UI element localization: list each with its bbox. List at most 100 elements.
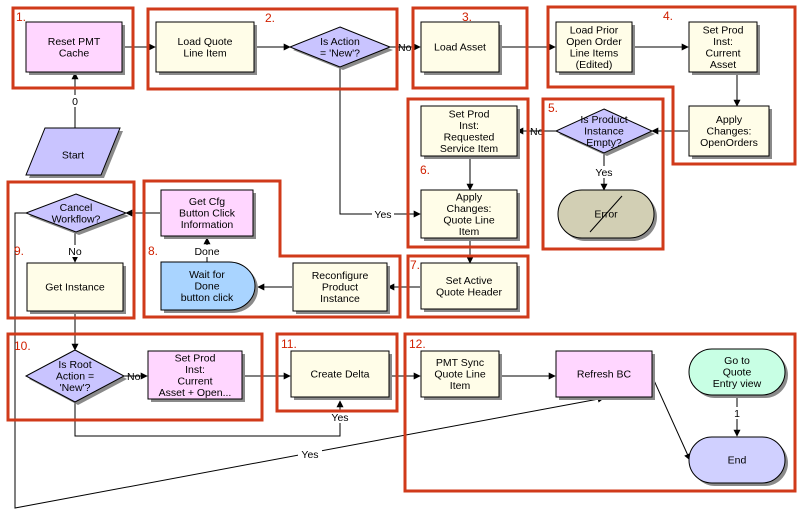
node-is-action-new-label: Is Action= 'New'? (320, 36, 360, 60)
node-load-asset[interactable]: Load Asset (420, 21, 502, 75)
label-line: Asset (710, 59, 736, 71)
label-line: Line Items (570, 47, 618, 59)
edge-label-cancel-no: No (68, 246, 82, 258)
label-line: Get Cfg (189, 196, 225, 208)
group-num-1: 1. (16, 10, 26, 24)
label-line: Start (62, 150, 84, 162)
group-frame-4 (546, 5, 797, 166)
edge-label-empty-yes: Yes (595, 167, 612, 179)
group-num-12: 12. (409, 337, 426, 351)
group-frame-9 (6, 180, 136, 320)
node-get-instance[interactable]: Get Instance (26, 262, 126, 314)
group-num-8: 8. (148, 244, 158, 258)
label-line: Quote (723, 367, 752, 379)
group-frame-7 (406, 254, 530, 319)
group-frames: 1. 2. 3. 4. 5. 6. 7. 8. 9. 10. 11. 12. (6, 5, 797, 493)
group-num-6: 6. (420, 163, 430, 177)
edge-label-root-no: No (127, 371, 141, 383)
node-end[interactable]: End (688, 436, 788, 486)
node-is-action-new[interactable]: Is Action= 'New'? (288, 26, 393, 70)
node-refresh-bc-label: Refresh BC (577, 369, 632, 381)
label-line: Wait for (189, 269, 225, 281)
group-frame-8 (142, 179, 402, 319)
label-line: Go to (724, 355, 750, 367)
label-line: Quote Line (434, 369, 486, 381)
label-line: Set Prod (449, 108, 490, 120)
edge-label-start-to-reset: 0 (72, 96, 78, 108)
node-refresh-bc[interactable]: Refresh BC (555, 350, 655, 400)
label-line: Inst: (459, 120, 479, 132)
label-line: Cache (59, 47, 90, 59)
label-line: Product (322, 282, 358, 294)
label-line: Instance (584, 126, 624, 138)
label-line: Create Delta (311, 369, 370, 381)
edge-root-yes-to-create-delta (74, 400, 344, 437)
label-line: Requested (444, 131, 495, 143)
label-line: Error (594, 209, 618, 221)
label-line: Quote Header (436, 286, 502, 298)
label-line: Done (194, 281, 219, 293)
group-num-9: 9. (14, 244, 24, 258)
edge-labels: 0 No Yes No Yes Done No No Yes Yes 1 (65, 42, 743, 461)
node-error[interactable]: Error (557, 189, 657, 241)
node-end-label: End (728, 455, 747, 467)
label-line: Button Click (179, 208, 236, 220)
label-line: Load Asset (434, 42, 486, 54)
label-line: Instance (320, 293, 360, 305)
label-line: Set Active (446, 275, 493, 287)
node-load-asset-label: Load Asset (434, 42, 486, 54)
label-line: Get Instance (45, 282, 105, 294)
node-start[interactable]: Start (25, 127, 123, 178)
group-num-7: 7. (410, 258, 420, 272)
label-line: Set Prod (175, 352, 216, 364)
edge-label-empty-no: No (530, 126, 544, 138)
group-frame-5 (541, 97, 665, 251)
label-line: Load Quote (178, 36, 233, 48)
edge-label-create-delta-yes: Yes (331, 412, 348, 424)
node-create-delta[interactable]: Create Delta (290, 350, 392, 400)
group-frame-3 (411, 6, 529, 90)
edge-label-action-yes: Yes (374, 209, 391, 221)
label-line: Is Product (580, 114, 627, 126)
node-start-label: Start (62, 150, 84, 162)
label-line: Item (450, 380, 471, 392)
label-line: Quote Line (443, 214, 495, 226)
label-line: Reset PMT (48, 36, 101, 48)
label-line: 'New'? (60, 382, 91, 394)
group-num-2: 2. (265, 11, 275, 25)
label-line: Item (459, 226, 480, 238)
group-frame-1 (11, 6, 135, 90)
label-line: Empty? (586, 137, 622, 149)
group-num-3: 3. (462, 10, 472, 24)
